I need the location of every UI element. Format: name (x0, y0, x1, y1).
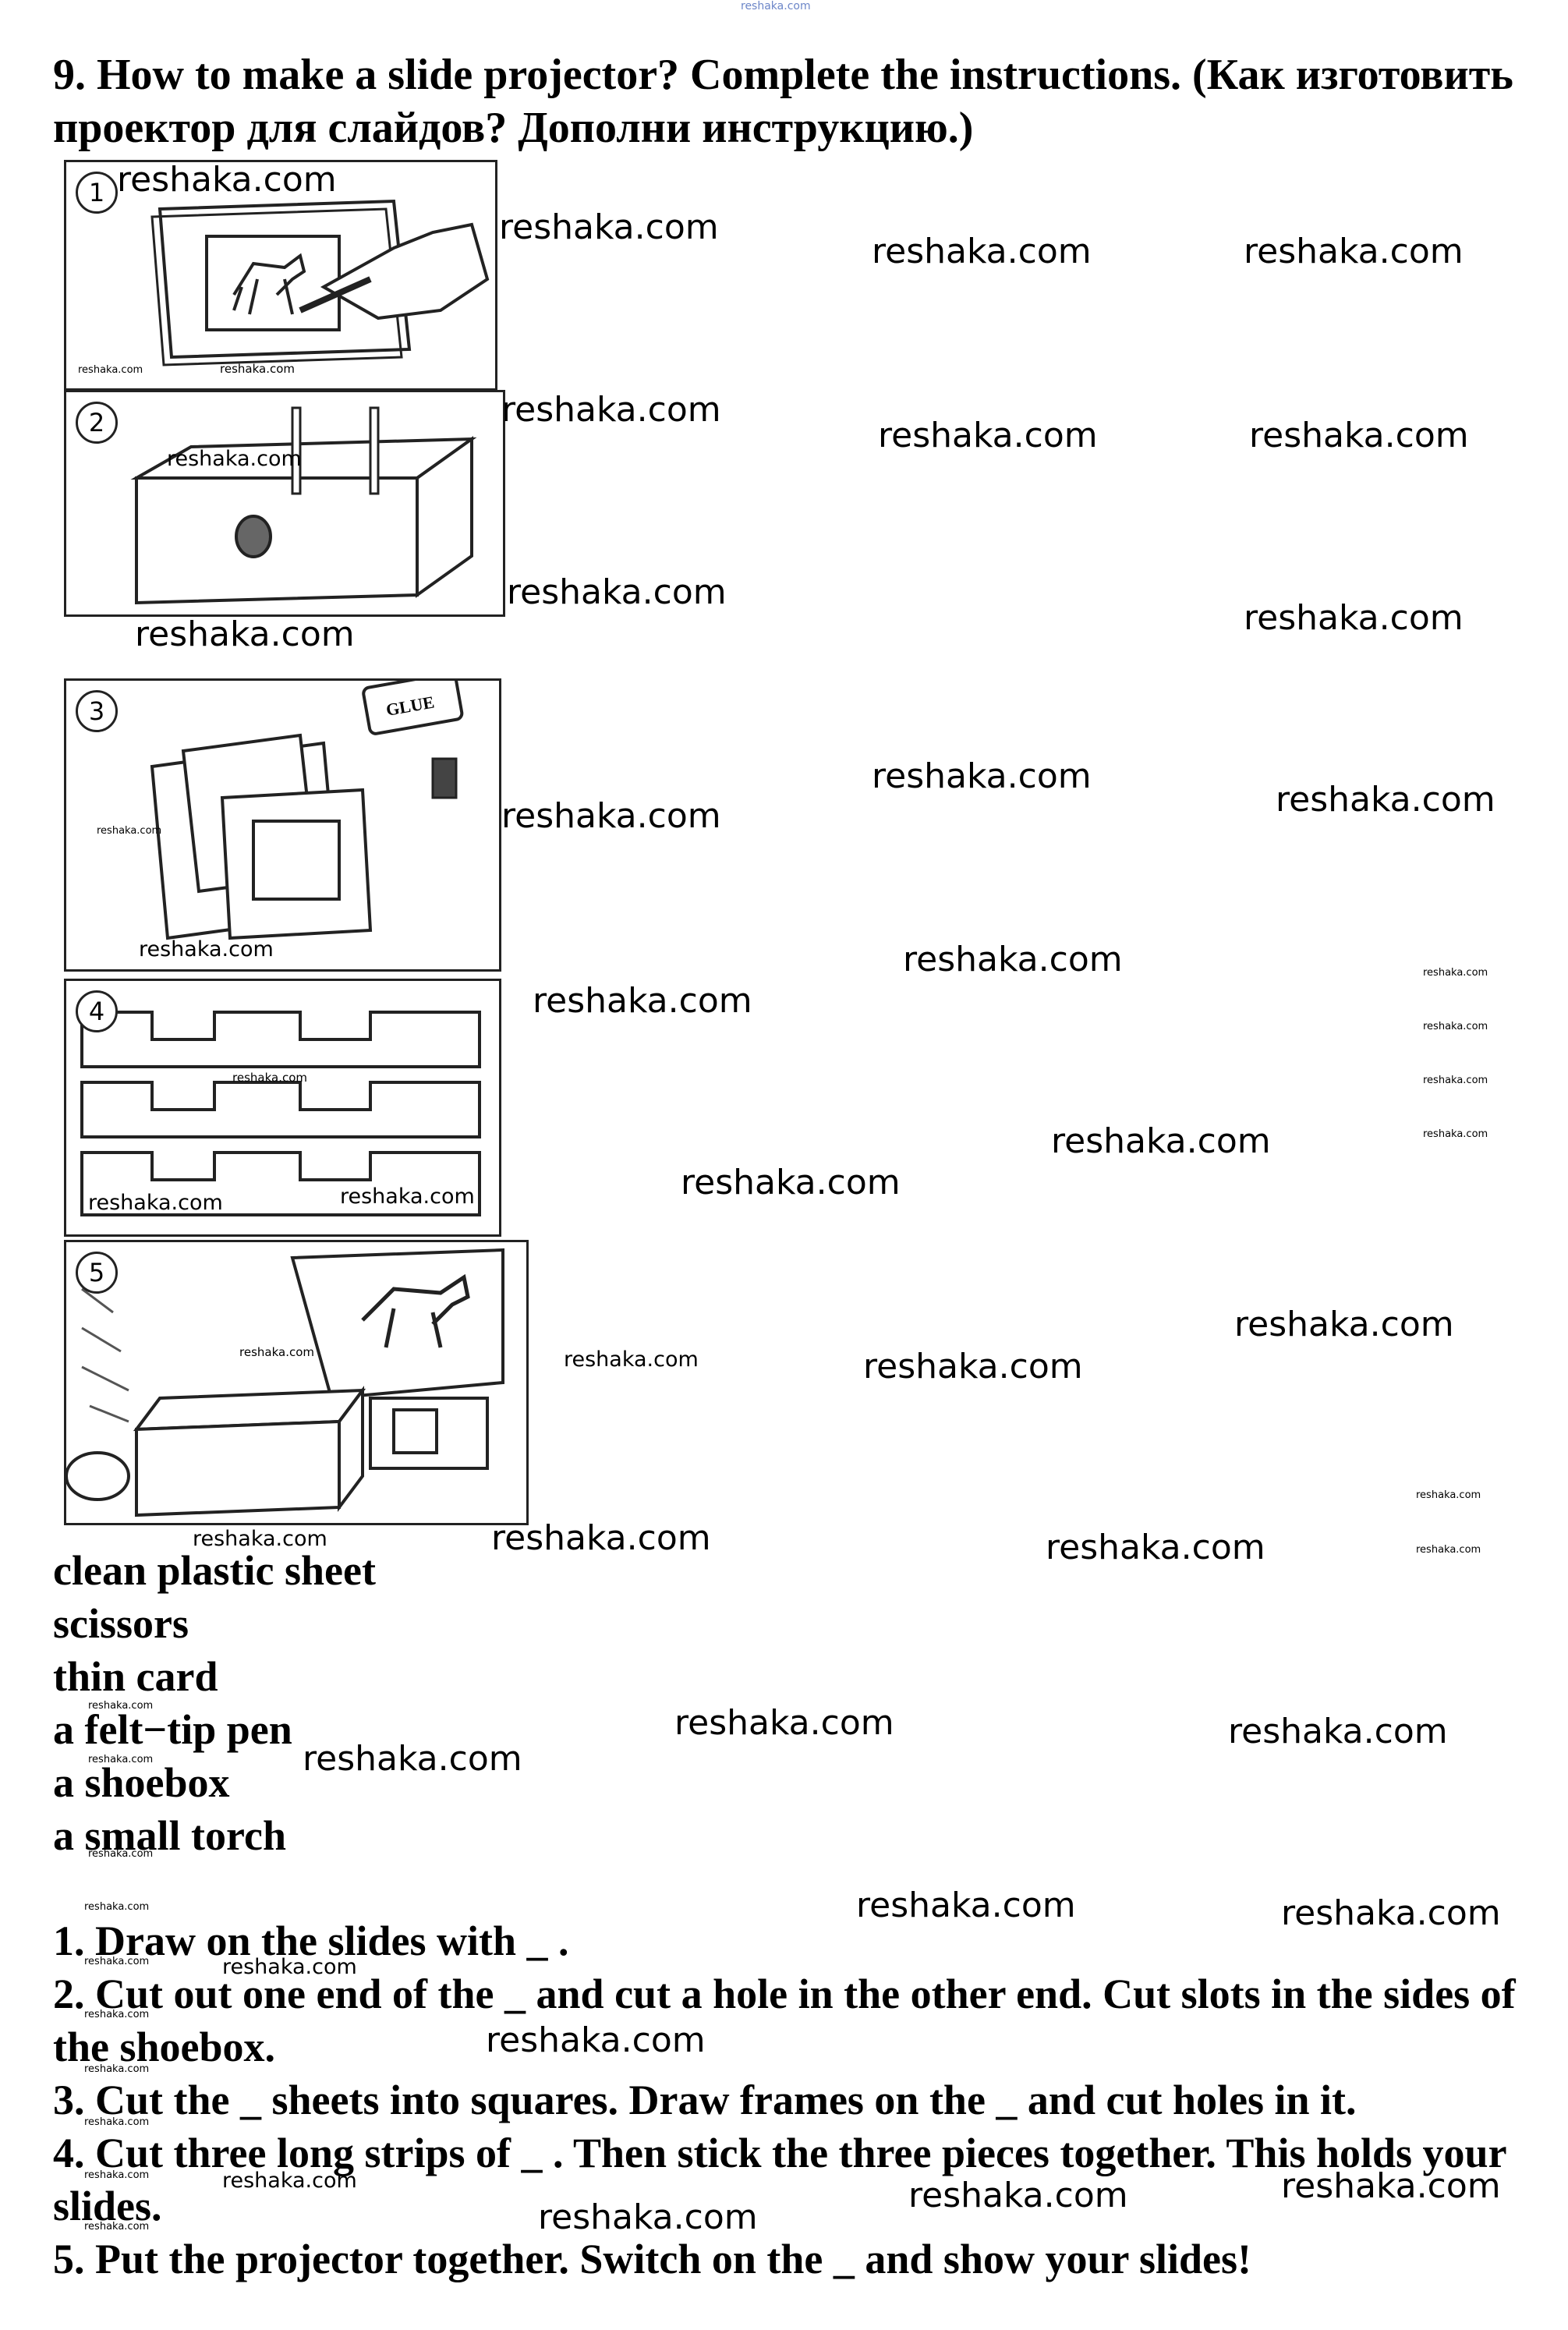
illustration-panel-5: 5 (64, 1240, 529, 1525)
watermark: reshaka.com (533, 981, 752, 1021)
watermark: reshaka.com (84, 1956, 150, 1967)
watermark: reshaka.com (220, 362, 295, 376)
list-item: a small torch (53, 1812, 286, 1859)
watermark: reshaka.com (1046, 1528, 1265, 1567)
header-watermark: reshaka.com (741, 0, 811, 12)
panel-number-5: 5 (76, 1252, 118, 1294)
watermark: reshaka.com (501, 390, 721, 430)
watermark: reshaka.com (84, 1901, 150, 1913)
materials-list: clean plastic sheet scissors thin card a… (53, 1544, 376, 1862)
watermark: reshaka.com (88, 1848, 154, 1860)
watermark: reshaka.com (538, 2197, 758, 2237)
watermark: reshaka.com (1416, 1544, 1481, 1556)
watermark: reshaka.com (88, 1754, 154, 1765)
instruction-line: 4. Cut three long strips of _ . Then sti… (53, 2130, 1506, 2229)
instruction-line: 5. Put the projector together. Switch on… (53, 2236, 1252, 2282)
list-item: clean plastic sheet (53, 1547, 376, 1594)
illustration-panel-4: 4 (64, 979, 501, 1237)
watermark: reshaka.com (84, 2063, 150, 2075)
watermark: reshaka.com (872, 232, 1092, 271)
watermark: reshaka.com (88, 1700, 154, 1712)
list-item: a shoebox (53, 1759, 230, 1806)
watermark: reshaka.com (117, 160, 337, 200)
watermark: reshaka.com (167, 447, 302, 471)
watermark: reshaka.com (856, 1886, 1076, 1925)
watermark: reshaka.com (84, 2009, 150, 2020)
watermark: reshaka.com (903, 940, 1123, 979)
watermark: reshaka.com (1244, 232, 1464, 271)
watermark: reshaka.com (84, 2169, 150, 2181)
watermark: reshaka.com (1281, 1893, 1501, 1933)
watermark: reshaka.com (1423, 1128, 1488, 1140)
watermark: reshaka.com (340, 1184, 475, 1209)
watermark: reshaka.com (88, 1191, 223, 1215)
drawing-slide-icon (150, 199, 490, 366)
card-strips-icon (80, 1011, 481, 1216)
exercise-title: 9. How to make a slide projector? Comple… (53, 51, 1513, 152)
watermark: reshaka.com (872, 756, 1092, 796)
watermark: reshaka.com (564, 1347, 699, 1372)
watermark: reshaka.com (499, 207, 719, 247)
watermark: reshaka.com (1244, 598, 1464, 638)
watermark: reshaka.com (1423, 967, 1488, 979)
watermark: reshaka.com (491, 1518, 711, 1558)
watermark: reshaka.com (1423, 1021, 1488, 1032)
watermark: reshaka.com (1281, 2166, 1501, 2206)
list-item: thin card (53, 1653, 218, 1700)
panel-number-3: 3 (76, 690, 118, 732)
watermark: reshaka.com (222, 1955, 357, 1979)
instruction-line: 1. Draw on the slides with _ . (53, 1917, 569, 1964)
watermark: reshaka.com (193, 1527, 327, 1551)
panel-number-1: 1 (76, 172, 118, 214)
watermark: reshaka.com (222, 2169, 357, 2193)
watermark: reshaka.com (139, 937, 274, 961)
watermark: reshaka.com (1423, 1075, 1488, 1086)
instructions-list: 1. Draw on the slides with _ . 2. Cut ou… (53, 1914, 1550, 2286)
list-item: scissors (53, 1600, 189, 1647)
illustration-panel-3: GLUE 3 (64, 678, 501, 972)
watermark: reshaka.com (863, 1347, 1083, 1386)
watermark: reshaka.com (232, 1071, 307, 1085)
watermark: reshaka.com (878, 416, 1098, 455)
watermark: reshaka.com (1416, 1489, 1481, 1501)
watermark: reshaka.com (507, 572, 727, 612)
instruction-line: 2. Cut out one end of the _ and cut a ho… (53, 1971, 1516, 2070)
panel-number-2: 2 (76, 402, 118, 444)
watermark: reshaka.com (84, 2116, 150, 2128)
watermark: reshaka.com (1249, 416, 1469, 455)
illustration-panel-1: 1 (64, 160, 497, 391)
watermark: reshaka.com (78, 364, 143, 376)
watermark: reshaka.com (501, 796, 721, 836)
watermark: reshaka.com (681, 1163, 901, 1202)
watermark: reshaka.com (1276, 780, 1495, 820)
glue-frames-icon: GLUE (150, 681, 464, 940)
list-item: a felt−tip pen (53, 1706, 292, 1753)
panel-number-4: 4 (76, 990, 118, 1032)
watermark: reshaka.com (1051, 1121, 1271, 1161)
watermark: reshaka.com (135, 614, 355, 654)
watermark: reshaka.com (97, 825, 162, 837)
illustration-panel-2: 2 (64, 390, 505, 617)
watermark: reshaka.com (84, 2221, 150, 2233)
watermark: reshaka.com (674, 1703, 894, 1743)
shoebox-icon (130, 406, 477, 605)
watermark: reshaka.com (303, 1739, 522, 1779)
projector-icon (66, 1248, 504, 1517)
watermark: reshaka.com (486, 2020, 706, 2060)
watermark: reshaka.com (1228, 1712, 1448, 1751)
watermark: reshaka.com (1234, 1305, 1454, 1344)
watermark: reshaka.com (908, 2176, 1128, 2215)
watermark: reshaka.com (239, 1345, 314, 1359)
instruction-line: 3. Cut the _ sheets into squares. Draw f… (53, 2077, 1357, 2123)
